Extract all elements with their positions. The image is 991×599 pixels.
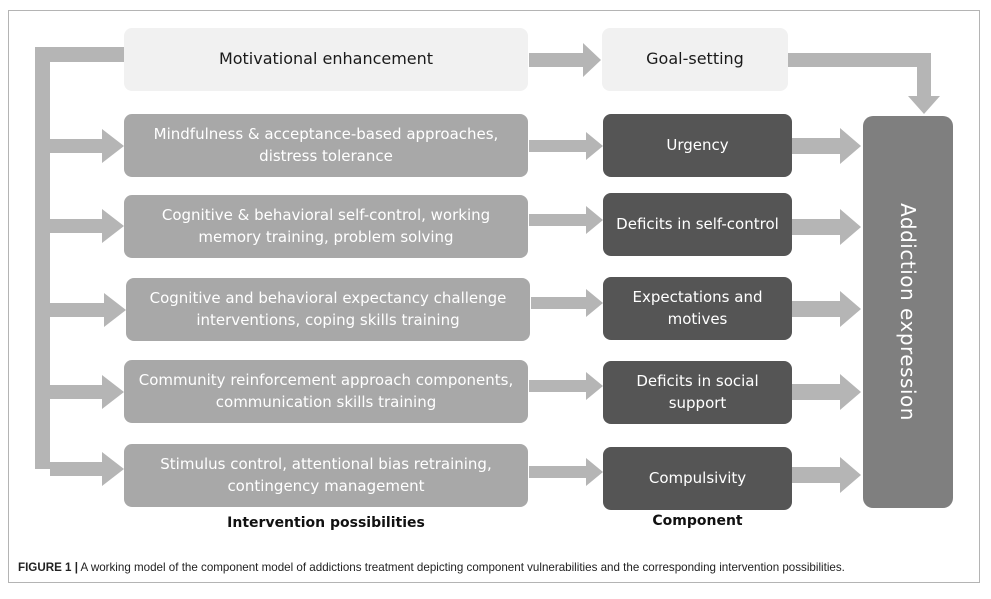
ic-arrow-1 <box>529 132 603 160</box>
caption-text: A working model of the component model o… <box>77 561 845 574</box>
addiction-expression-box: Addiction expression <box>863 116 953 508</box>
component-label-1: Urgency <box>666 135 729 154</box>
motivational-enhancement-label: Motivational enhancement <box>218 49 434 69</box>
intervention-label-2: Cognitive & behavioral self-control, wor… <box>161 206 491 246</box>
intervention-label-1: Mindfulness & acceptance-based approache… <box>153 125 499 165</box>
intervention-box-3: Cognitive and behavioral expectancy chal… <box>126 278 530 341</box>
addiction-expression-label: Addiction expression <box>896 203 920 421</box>
branch-arrow-2 <box>50 209 124 243</box>
intervention-label-3: Cognitive and behavioral expectancy chal… <box>149 289 507 329</box>
component-label-2: Deficits in self-control <box>616 214 779 233</box>
co-arrow-2 <box>791 209 861 245</box>
branch-arrow-3 <box>50 293 126 327</box>
figure-caption: FIGURE 1 | A working model of the compon… <box>18 561 973 574</box>
ic-arrow-3 <box>531 289 603 317</box>
component-label-5: Compulsivity <box>648 468 747 487</box>
motivational-enhancement-box: Motivational enhancement <box>124 28 528 91</box>
branch-arrow-5 <box>50 452 124 486</box>
component-box-social-support: Deficits in social support <box>603 361 792 424</box>
goal-setting-box: Goal-setting <box>602 28 788 91</box>
intervention-box-1: Mindfulness & acceptance-based approache… <box>124 114 528 177</box>
co-arrow-4 <box>791 374 861 410</box>
ic-arrow-5 <box>529 458 603 486</box>
left-trunk-bar <box>35 47 50 469</box>
motivation-goal-arrow <box>529 43 601 77</box>
co-arrow-5 <box>791 457 861 493</box>
figure-number: FIGURE 1 | <box>18 561 78 574</box>
interventions-column-label: Intervention possibilities <box>227 515 425 531</box>
intervention-box-4: Community reinforcement approach compone… <box>124 360 528 423</box>
ic-arrow-2 <box>529 206 603 234</box>
component-box-self-control: Deficits in self-control <box>603 193 792 256</box>
component-label-3: Expectations and motives <box>632 288 763 328</box>
intervention-label-4: Community reinforcement approach compone… <box>138 371 514 411</box>
co-arrow-3 <box>791 291 861 327</box>
component-box-compulsivity: Compulsivity <box>603 447 792 510</box>
component-box-urgency: Urgency <box>603 114 792 177</box>
component-label-4: Deficits in social support <box>636 372 759 412</box>
figure-frame <box>8 10 980 583</box>
co-arrow-1 <box>791 128 861 164</box>
goal-setting-label: Goal-setting <box>646 49 744 69</box>
branch-arrow-1 <box>50 129 124 163</box>
components-column-label: Component <box>652 513 743 529</box>
intervention-box-5: Stimulus control, attentional bias retra… <box>124 444 528 507</box>
intervention-label-5: Stimulus control, attentional bias retra… <box>160 455 492 495</box>
component-box-expectations: Expectations and motives <box>603 277 792 340</box>
goal-outcome-arrow <box>787 53 940 114</box>
ic-arrow-4 <box>529 372 603 400</box>
top-connector-bar <box>35 47 124 62</box>
intervention-box-2: Cognitive & behavioral self-control, wor… <box>124 195 528 258</box>
branch-arrow-4 <box>50 375 124 409</box>
